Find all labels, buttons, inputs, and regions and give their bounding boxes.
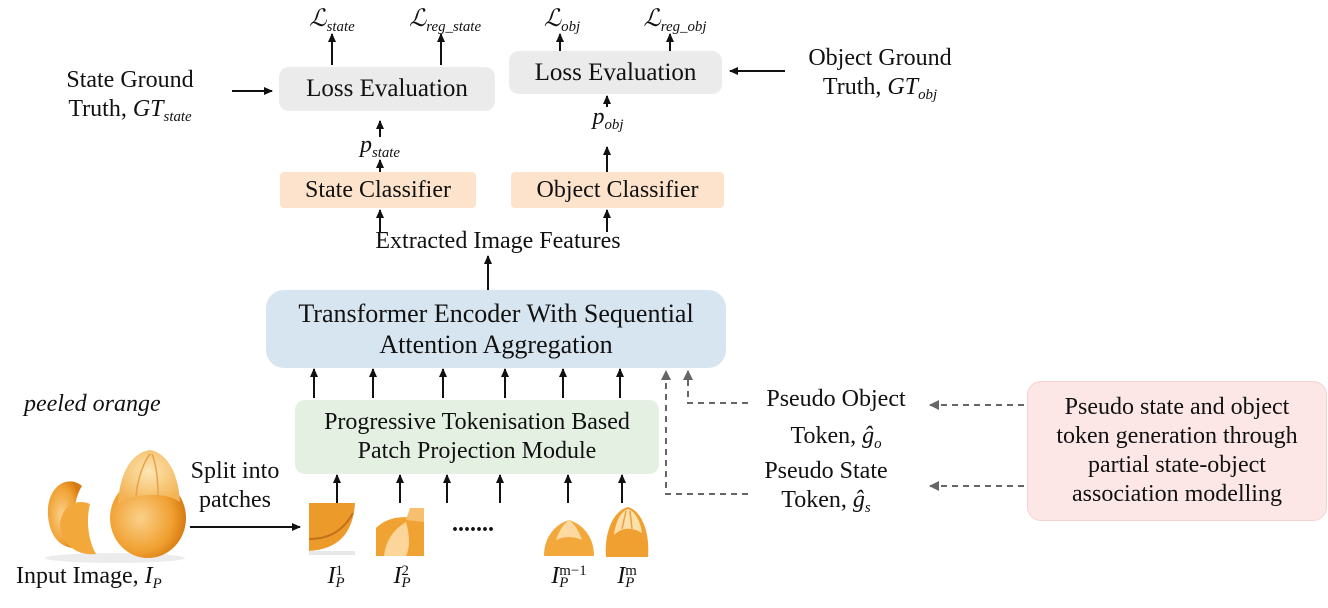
pseudo-object-token-label: Pseudo Object Token, ĝo — [766, 386, 906, 453]
dashed-pseudo-state-to-transformer — [661, 370, 748, 495]
p-state-label: pstate — [359, 132, 401, 162]
object-ground-truth-label: Object Ground Truth, GTobj — [808, 45, 952, 103]
split-into-patches-label: Split into patches — [190, 458, 280, 513]
input-image-orange — [45, 450, 186, 563]
loss-reg-obj-label: ℒreg_obj — [643, 4, 707, 36]
dashed-pseudo-object-to-transformer — [683, 370, 748, 404]
class-caption: peeled orange — [24, 391, 161, 417]
input-image-label: Input Image, IP — [16, 563, 162, 593]
image-patch-2 — [376, 508, 424, 556]
state-ground-truth-label: State Ground Truth, GTstate — [66, 67, 194, 125]
patch-ellipsis: ....... — [452, 511, 494, 537]
object-classifier-box: Object Classifier — [511, 172, 724, 208]
image-patch-m-minus-1 — [542, 510, 596, 556]
pseudo-generation-box: Pseudo state and object token generation… — [1027, 381, 1327, 521]
image-patch-1 — [309, 503, 355, 555]
loss-evaluation-object-box: Loss Evaluation — [509, 51, 722, 94]
pseudo-state-token-label: Pseudo State Token, ĝs — [764, 458, 888, 516]
extracted-features-label: Extracted Image Features — [375, 228, 621, 254]
loss-state-label: ℒstate — [309, 4, 355, 36]
image-patch-m — [602, 505, 650, 557]
state-classifier-box: State Classifier — [280, 172, 476, 208]
loss-evaluation-state-box: Loss Evaluation — [279, 67, 495, 111]
loss-obj-label: ℒobj — [543, 4, 581, 36]
loss-reg-state-label: ℒreg_state — [408, 4, 482, 36]
p-obj-label: pobj — [592, 104, 624, 134]
